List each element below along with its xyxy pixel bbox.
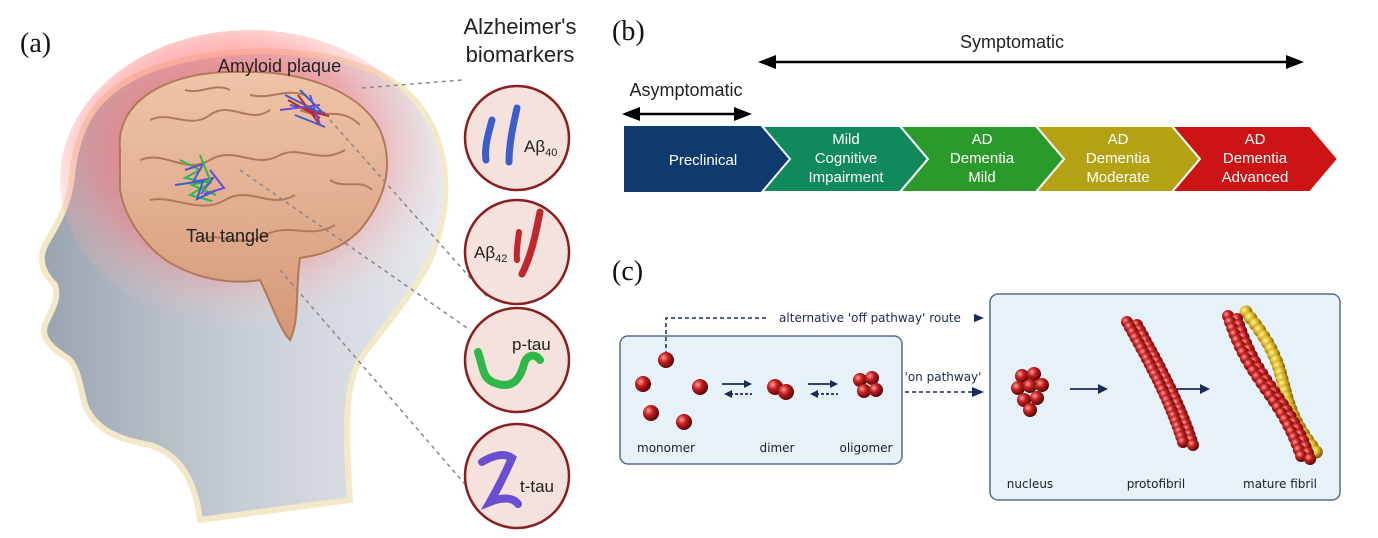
panel-a-label: (a) [20,28,51,59]
svg-text:Dementia: Dementia [950,150,1015,167]
svg-text:Advanced: Advanced [1222,169,1289,186]
off-pathway-label: alternative 'off pathway' route [779,311,961,325]
left-box [619,335,903,465]
oligomer-spheres [853,371,883,398]
panel-c-label: (c) [612,256,643,287]
brain [118,70,388,342]
svg-text:Cognitive: Cognitive [815,150,878,167]
on-pathway-route: 'on pathway' [905,370,984,397]
svg-text:AD: AD [972,131,993,148]
nucleus-spheres [1011,367,1049,417]
oligomer-label: oligomer [840,441,893,455]
panel-b: (b) Symptomatic Asymptomatic Preclinical… [612,16,1340,193]
biomarkers-header-line2: biomarkers [466,42,575,67]
biomarkers-header-line1: Alzheimer's [463,14,576,39]
tau-tangle-label: Tau tangle [186,226,269,246]
biomarker-abeta42: Aβ42 [463,198,571,306]
protofibril-bead [1187,439,1199,451]
svg-text:Mild: Mild [832,131,860,148]
panel-b-label: (b) [612,16,645,47]
equilibrium-arrows-2 [808,380,838,398]
dimer-label: dimer [760,441,795,455]
nucleus-label: nucleus [1007,477,1053,491]
stage-preclinical: Preclinical [624,126,790,192]
ptau-label: p-tau [512,335,551,354]
svg-text:Impairment: Impairment [808,169,884,186]
svg-text:Moderate: Moderate [1086,169,1149,186]
biomarker-ptau: p-tau [463,306,571,414]
growth-arrow-1 [1070,384,1108,394]
stage-ad-dementia-mild: AD Dementia Mild [897,125,1066,193]
svg-text:Dementia: Dementia [1223,150,1288,167]
mature-fibril [1222,305,1323,465]
svg-text:Preclinical: Preclinical [669,152,737,169]
protofibril-chain [1121,316,1199,451]
mature-fibril-red-bead [1304,453,1317,465]
symptomatic-arrow: Symptomatic [758,32,1304,69]
stage-ad-dementia-moderate: AD Dementia Moderate [1033,125,1202,193]
stage-ad-dementia-advanced: AD Dementia Advanced [1169,125,1340,193]
stage-chevrons: Preclinical Mild Cognitive Impairment AD… [624,125,1340,193]
tau-tangle-cluster [174,154,226,202]
abeta40-label: Aβ40 [524,137,557,159]
amyloid-plaque-cluster [279,89,330,128]
biomarker-ttau: t-tau [463,422,571,530]
ttau-label: t-tau [520,477,554,496]
biomarker-abeta40: Aβ40 [463,84,571,192]
protofibril-bead [1177,436,1189,448]
off-pathway-route: alternative 'off pathway' route [665,310,984,355]
protofibril-label: protofibril [1127,477,1185,491]
on-pathway-label: 'on pathway' [905,370,982,384]
brain-folds [139,86,373,242]
monomer-spheres [635,352,708,430]
abeta42-label: Aβ42 [474,243,507,265]
svg-text:AD: AD [1245,131,1266,148]
svg-text:Dementia: Dementia [1086,150,1151,167]
asymptomatic-label: Asymptomatic [629,80,742,100]
asymptomatic-arrow: Asymptomatic [622,80,752,121]
symptomatic-label: Symptomatic [960,32,1064,52]
panel-c: (c) alternative 'off pathway' route 'on … [612,256,1341,501]
panel-a: (a) Amyloid plaque [20,14,577,530]
dimer-spheres [767,379,794,400]
monomer-label: monomer [637,441,695,455]
connector-lines [239,79,491,491]
svg-text:AD: AD [1108,131,1129,148]
equilibrium-arrows-1 [722,380,752,398]
svg-text:Mild: Mild [968,169,996,186]
mature-fibril-label: mature fibril [1243,477,1317,491]
amyloid-plaque-label: Amyloid plaque [218,56,341,76]
